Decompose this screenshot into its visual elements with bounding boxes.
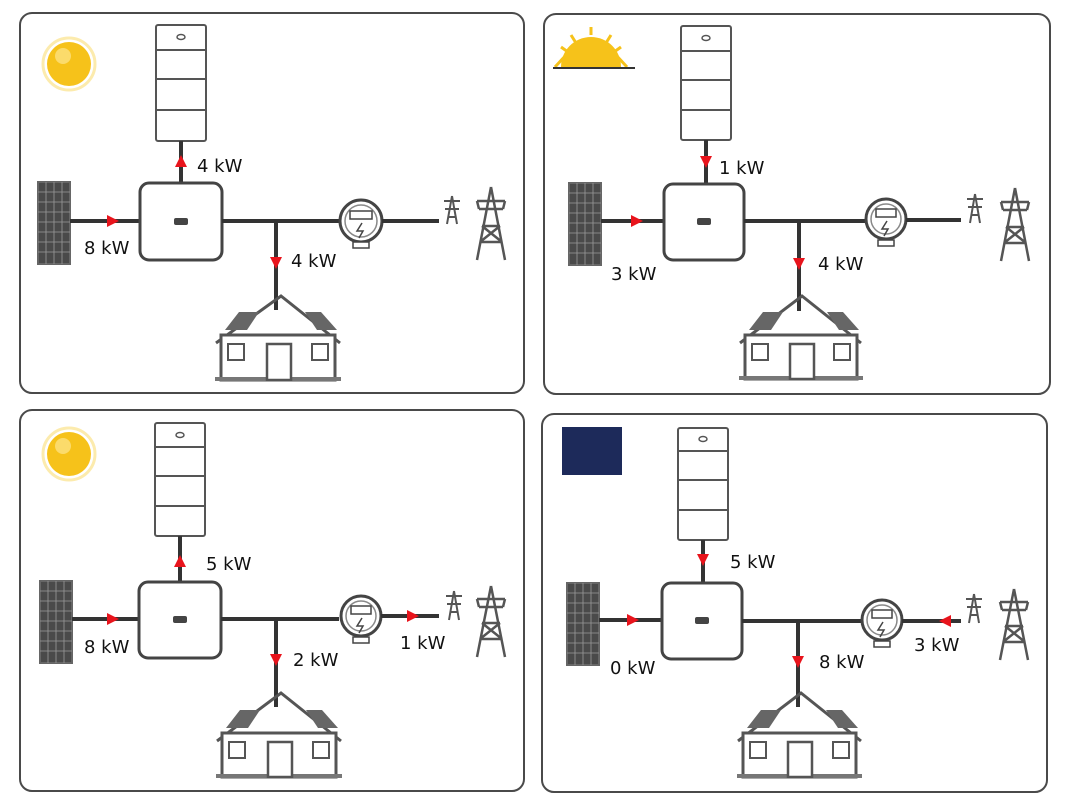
battery-power-label: 1 kW (719, 158, 765, 179)
panel-3: 5 kW 8 kW 2 kW 1 kW (19, 409, 525, 792)
load-power-label: 4 kW (818, 254, 864, 275)
panel-frame (543, 13, 1051, 395)
sun-icon (41, 36, 97, 92)
battery-power-label: 5 kW (730, 552, 776, 573)
pv-flow-arrow (107, 215, 119, 227)
battery-flow-arrow (697, 554, 709, 566)
load-power-label: 2 kW (293, 650, 339, 671)
grid-pylon-icon (999, 187, 1031, 262)
meter-icon (338, 198, 384, 249)
small-pylon-icon (967, 193, 983, 224)
inverter-icon (660, 581, 744, 661)
sunrise-icon (553, 27, 635, 69)
grid-power-label: 3 kW (914, 635, 960, 656)
battery-icon (677, 427, 729, 541)
grid-pylon-icon (475, 585, 507, 658)
house-icon (737, 691, 862, 779)
battery-flow-arrow (174, 555, 186, 567)
pv-flow-arrow (631, 215, 643, 227)
load-flow-arrow (270, 654, 282, 666)
battery-power-label: 5 kW (206, 554, 252, 575)
moon-icon (562, 427, 622, 475)
pv-panel-icon (568, 182, 602, 266)
grid-flow-arrow (407, 610, 419, 622)
load-power-label: 8 kW (819, 652, 865, 673)
pv-flow-arrow (627, 614, 639, 626)
grid-pylon-icon (998, 588, 1030, 661)
grid-power-label: 1 kW (400, 633, 446, 654)
pv-panel-icon (37, 181, 71, 265)
load-flow-arrow (792, 656, 804, 668)
battery-icon (155, 24, 207, 142)
pv-power-label: 0 kW (610, 658, 656, 679)
load-flow-arrow (793, 258, 805, 270)
meter-icon (860, 598, 904, 648)
small-pylon-icon (444, 195, 460, 225)
house-icon (216, 691, 342, 779)
battery-power-label: 4 kW (197, 156, 243, 177)
load-flow-arrow (270, 257, 282, 269)
pv-panel-icon (39, 580, 73, 664)
pv-power-label: 3 kW (611, 264, 657, 285)
battery-flow-arrow (700, 156, 712, 168)
battery-icon (154, 422, 206, 537)
load-power-label: 4 kW (291, 251, 337, 272)
inverter-icon (137, 580, 223, 660)
battery-icon (680, 25, 732, 141)
panel-frame (541, 413, 1048, 793)
panel-2: 1 kW 3 kW 4 kW (543, 13, 1051, 395)
house-icon (215, 294, 341, 382)
pv-flow-arrow (107, 613, 119, 625)
panel-frame (19, 12, 525, 394)
inverter-icon (138, 181, 224, 262)
panel-1: 4 kW 8 kW 4 kW (19, 12, 525, 394)
grid-flow-arrow (939, 615, 951, 627)
pv-power-label: 8 kW (84, 238, 130, 259)
panel-frame (19, 409, 525, 792)
meter-icon (339, 594, 383, 644)
small-pylon-icon (966, 593, 982, 624)
house-icon (739, 294, 863, 381)
pv-power-label: 8 kW (84, 637, 130, 658)
pv-panel-icon (566, 582, 600, 666)
grid-pylon-icon (475, 186, 507, 261)
inverter-icon (662, 182, 746, 262)
small-pylon-icon (446, 590, 462, 621)
battery-flow-arrow (175, 155, 187, 167)
sun-icon (41, 426, 97, 482)
panel-4: 5 kW 0 kW 8 kW 3 kW (541, 413, 1048, 793)
